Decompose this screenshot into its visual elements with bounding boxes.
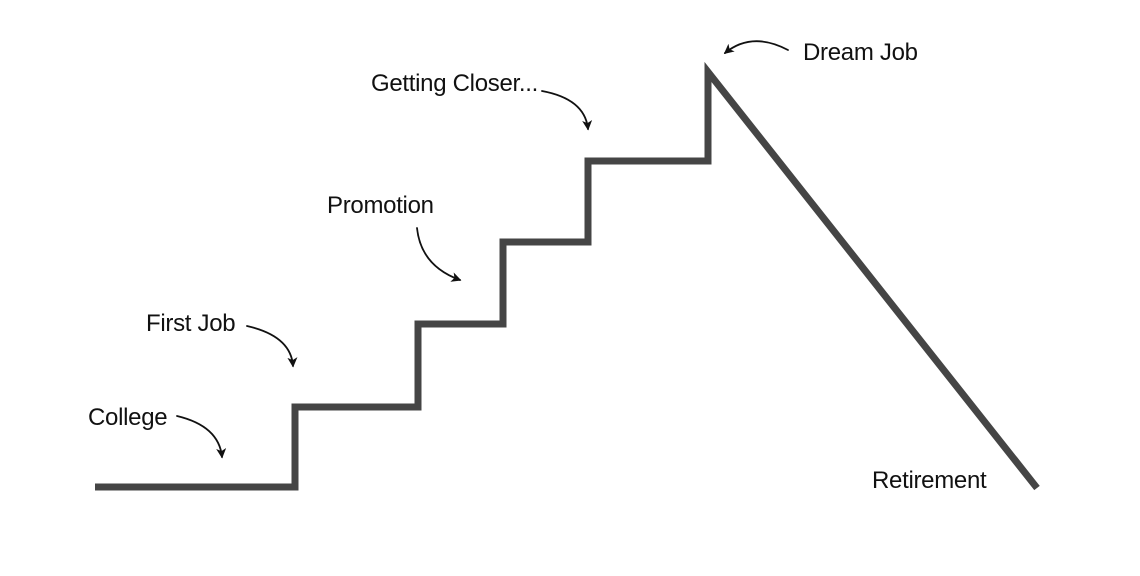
promotion-arrow-icon bbox=[416, 227, 462, 282]
label-retirement: Retirement bbox=[872, 467, 987, 494]
college-arrow-icon bbox=[176, 415, 227, 459]
career-path-line bbox=[95, 61, 1040, 491]
label-getting-closer: Getting Closer... bbox=[371, 70, 538, 97]
label-college: College bbox=[88, 404, 168, 431]
label-promotion: Promotion bbox=[327, 192, 434, 219]
dream-job-arrow-icon bbox=[723, 40, 789, 54]
getting-closer-arrow-icon bbox=[541, 90, 593, 131]
label-first-job: First Job bbox=[146, 310, 236, 337]
label-dream-job: Dream Job bbox=[803, 39, 918, 66]
first-job-arrow-icon bbox=[246, 325, 298, 368]
